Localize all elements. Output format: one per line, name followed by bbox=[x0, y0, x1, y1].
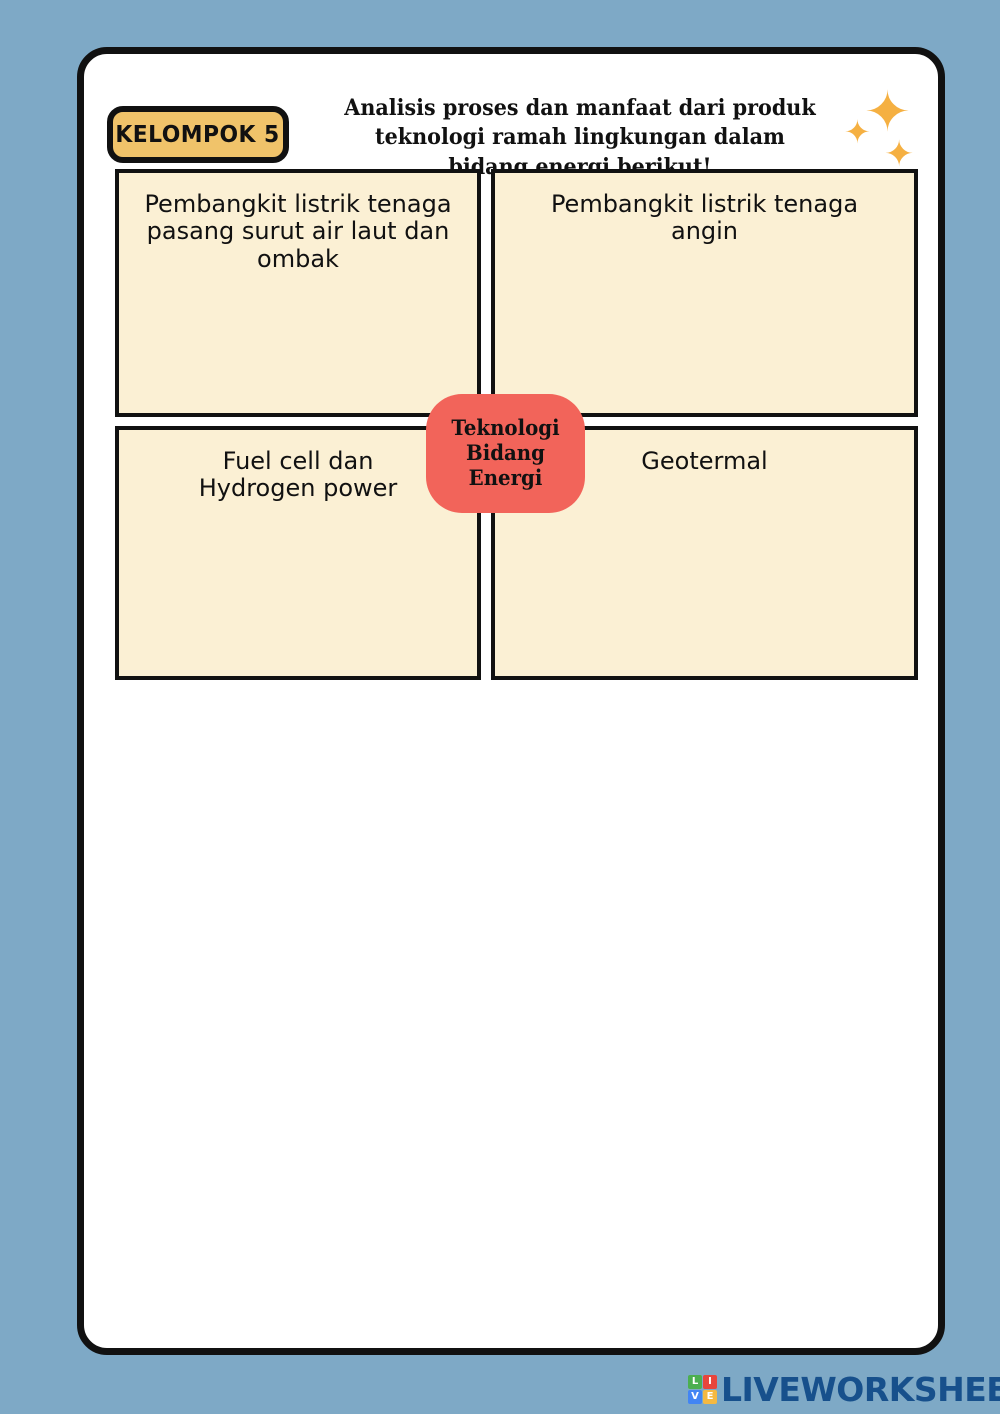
logo-tile-i: I bbox=[703, 1374, 717, 1389]
logo-tile-l: L bbox=[688, 1374, 702, 1389]
concept-box-fuel-cell[interactable]: Fuel cell dan Hydrogen power bbox=[115, 426, 481, 680]
instruction-title: Analisis proses dan manfaat dari produk … bbox=[344, 95, 816, 180]
group-badge: KELOMPOK 5 bbox=[107, 106, 289, 163]
sparkle-icon-small: ✦ bbox=[844, 114, 871, 150]
mindmap-center-node: Teknologi Bidang Energi bbox=[426, 394, 585, 513]
group-badge-label: KELOMPOK 5 bbox=[115, 121, 281, 148]
logo-tile-v: V bbox=[688, 1389, 702, 1404]
concept-box-label-tidal: Pembangkit listrik tenaga pasang surut a… bbox=[144, 190, 452, 273]
concept-box-label-wind: Pembangkit listrik tenaga angin bbox=[550, 190, 859, 246]
logo-tile-e: E bbox=[703, 1389, 717, 1404]
mindmap-center-node-label: Teknologi Bidang Energi bbox=[451, 415, 560, 490]
worksheet-header: KELOMPOK 5 Analisis proses dan manfaat d… bbox=[84, 54, 938, 180]
mindmap-diagram: Pembangkit listrik tenaga pasang surut a… bbox=[84, 164, 938, 684]
concept-box-tidal[interactable]: Pembangkit listrik tenaga pasang surut a… bbox=[115, 169, 481, 417]
sparkle-icon-large: ✦ bbox=[864, 80, 911, 143]
sparkle-icon-medium: ✦ bbox=[884, 133, 915, 174]
liveworksheets-brand: L I V E LIVEWORKSHEETS bbox=[688, 1368, 1000, 1410]
concept-box-label-geothermal: Geotermal bbox=[641, 447, 768, 475]
liveworksheets-wordmark: LIVEWORKSHEETS bbox=[721, 1369, 1000, 1409]
concept-box-wind[interactable]: Pembangkit listrik tenaga angin bbox=[491, 169, 918, 417]
concept-box-label-fuel-cell: Fuel cell dan Hydrogen power bbox=[198, 447, 398, 503]
worksheet-card: KELOMPOK 5 Analisis proses dan manfaat d… bbox=[77, 47, 945, 1355]
liveworksheets-logo-icon: L I V E bbox=[688, 1374, 717, 1404]
